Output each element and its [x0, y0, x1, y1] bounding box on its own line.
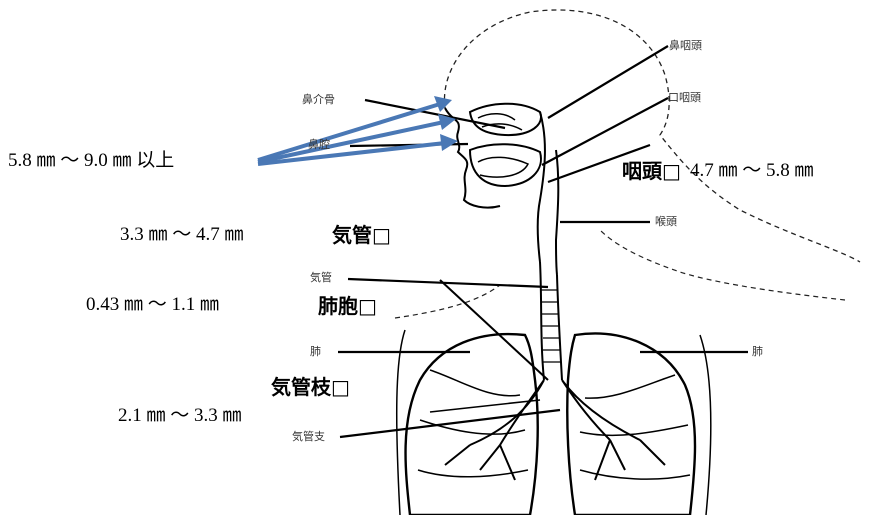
- nasal-cavity: [470, 104, 541, 135]
- size-nasal: 5.8 ㎜ ～ 9.0 ㎜ 以上: [8, 151, 174, 170]
- label-right-lung: 肺: [752, 346, 763, 357]
- chest-outline: [395, 285, 500, 318]
- leader-bronchus: [340, 410, 560, 437]
- leader-trachea-to-bronchus: [440, 280, 548, 380]
- label-nasal-cavity: 鼻腔: [308, 139, 330, 150]
- tongue: [478, 157, 528, 177]
- left-lung: [406, 334, 538, 515]
- region-bronchi: 気管枝□: [271, 377, 350, 397]
- oral-cavity: [470, 144, 541, 186]
- blue-arrow-line-2: [258, 122, 444, 162]
- region-alveoli: 肺胞□: [318, 296, 377, 316]
- leader-trachea: [348, 279, 548, 287]
- right-lung: [567, 333, 695, 515]
- blue-arrowhead-3: [440, 134, 458, 151]
- pharynx-wall: [538, 112, 559, 275]
- label-oropharynx: 口咽頭: [668, 92, 701, 103]
- size-pharynx: 4.7 ㎜ ～ 5.8 ㎜: [690, 161, 814, 180]
- label-left-lung: 肺: [310, 346, 321, 357]
- label-nasal-concha: 鼻介骨: [302, 94, 335, 105]
- region-pharynx: 咽頭□: [622, 161, 681, 181]
- size-trachea: 3.3 ㎜ ～ 4.7 ㎜: [120, 225, 244, 244]
- left-lung-lobes: [418, 370, 528, 477]
- label-larynx: 喉頭: [655, 216, 677, 227]
- bronchial-tree: [445, 380, 665, 480]
- neck-outline: [600, 230, 845, 300]
- label-trachea: 気管: [310, 272, 332, 283]
- size-alveoli: 0.43 ㎜ ～ 1.1 ㎜: [86, 295, 219, 314]
- label-nasopharynx: 鼻咽頭: [669, 40, 702, 51]
- label-bronchus: 気管支: [292, 431, 325, 442]
- region-trachea: 気管□: [332, 225, 391, 245]
- size-bronchi: 2.1 ㎜ ～ 3.3 ㎜: [118, 406, 242, 425]
- leader-oropharynx: [542, 98, 668, 165]
- blue-arrow-line-1: [258, 104, 440, 160]
